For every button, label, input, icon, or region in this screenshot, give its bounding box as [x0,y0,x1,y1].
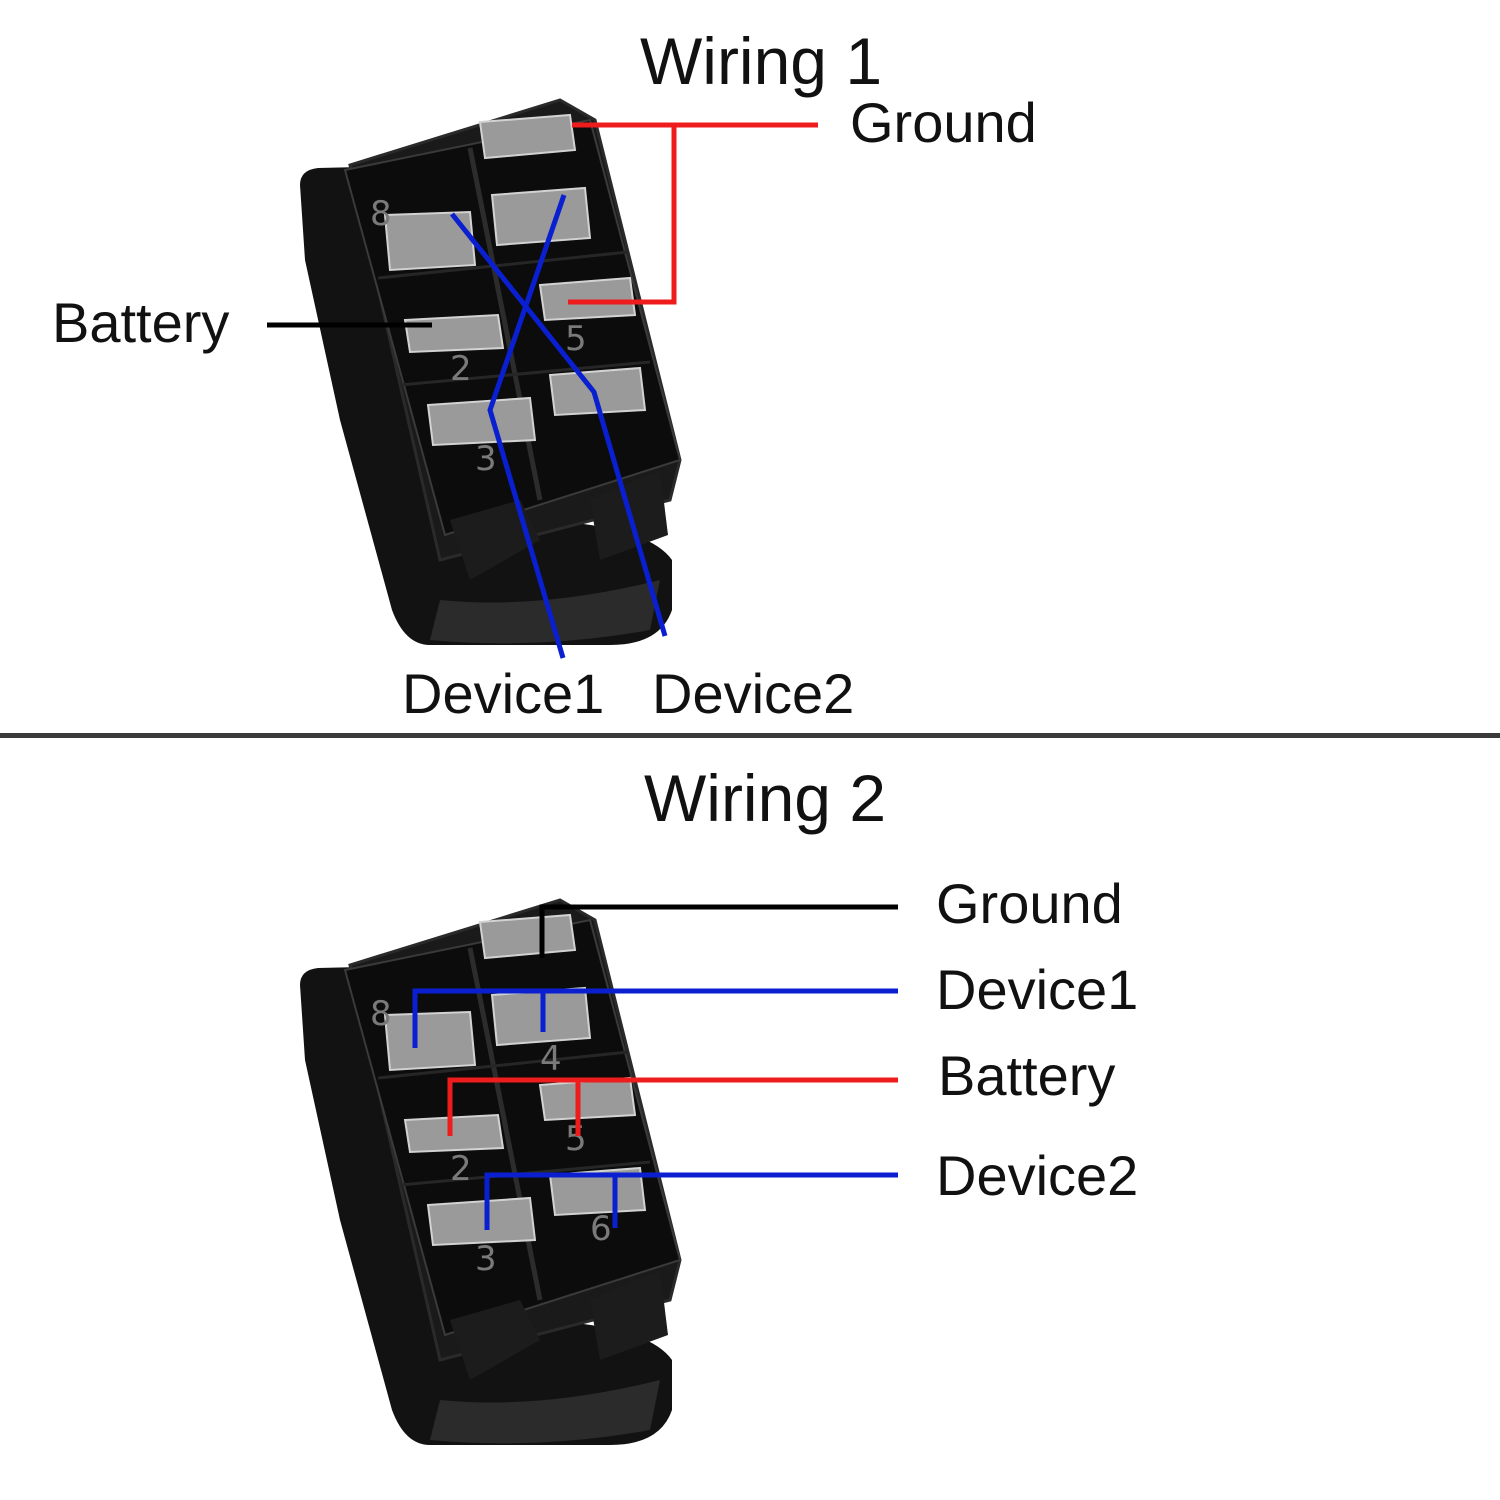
wiring-2-diagram: 8 4 2 5 3 6 [300,898,898,1445]
battery-wire-2 [447,1077,898,1136]
pin-number-8: 8 [370,194,392,234]
ground-wire-1 [568,122,818,305]
wiring-1-diagram: 8 2 5 3 [267,98,818,659]
terminal-2 [403,1113,505,1154]
device2-wire-1 [450,212,668,637]
terminal-3 [426,1196,537,1247]
device1-wire-1 [487,194,567,659]
pin-number-2: 2 [450,349,472,389]
terminal-6 [548,1166,647,1217]
section-divider [0,733,1500,738]
terminal-2 [403,313,505,354]
wiring-1-panel: Wiring 1 8 2 [0,0,1500,735]
wiring-2-battery-label: Battery [938,1044,1116,1107]
terminal-7 [478,113,577,160]
device1-wire-2 [412,988,898,1048]
terminal-5 [538,276,637,322]
wiring-1-device2-label: Device2 [652,662,855,725]
pin-number-6: 6 [590,1209,612,1249]
pin-number-3: 3 [475,439,497,479]
terminal-8 [383,1010,477,1072]
terminal-4 [490,186,592,247]
rocker-switch-2: 8 4 2 5 3 6 [300,898,682,1445]
pin-number-3: 3 [475,1239,497,1279]
wiring-2-device2-label: Device2 [936,1144,1139,1207]
wiring-1-ground-label: Ground [850,91,1037,154]
wiring-2-panel: Wiring 2 8 4 2 [0,740,1500,1500]
ground-wire-2 [539,904,898,958]
pin-number-8: 8 [370,994,392,1034]
terminal-8 [383,210,477,272]
terminal-3 [426,396,537,447]
wiring-1-battery-label: Battery [52,291,230,354]
device2-wire-2 [484,1172,898,1230]
wiring-2-device1-label: Device1 [936,958,1139,1021]
pin-number-5: 5 [565,1119,587,1159]
wiring-2-ground-label: Ground [936,872,1123,935]
wiring-1-title: Wiring 1 [640,24,883,98]
pin-number-5: 5 [565,319,587,359]
terminal-6 [548,366,647,417]
pin-number-4: 4 [540,1039,562,1079]
wiring-2-title: Wiring 2 [644,761,887,835]
terminal-7 [478,913,577,960]
wiring-1-device1-label: Device1 [402,662,605,725]
pin-number-2: 2 [450,1149,472,1189]
terminal-5 [538,1076,637,1122]
rocker-switch-1: 8 2 5 3 [300,98,682,645]
